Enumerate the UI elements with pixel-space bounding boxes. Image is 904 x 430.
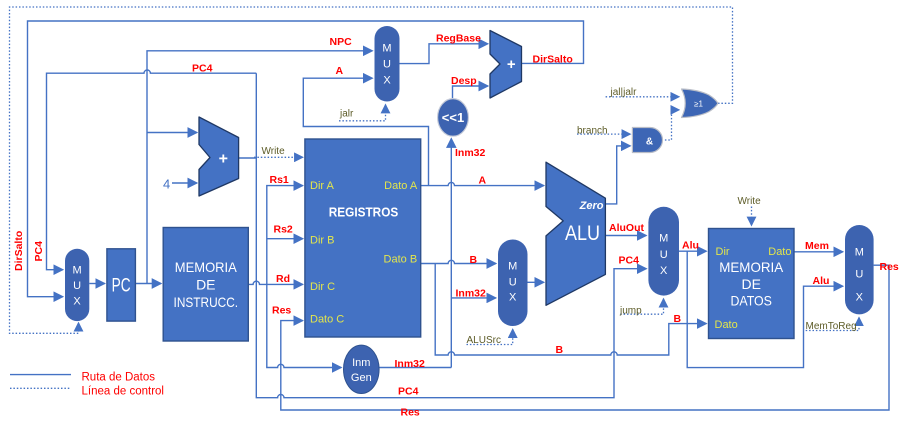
svg-text:Dir: Dir	[716, 246, 730, 258]
svg-text:Dato B: Dato B	[384, 254, 418, 266]
svg-text:Inm: Inm	[352, 357, 370, 369]
svg-text:Ruta de Datos: Ruta de Datos	[82, 372, 156, 384]
svg-text:DirSalto: DirSalto	[533, 54, 573, 66]
svg-text:NPC: NPC	[330, 36, 353, 48]
svg-text:Dir B: Dir B	[310, 235, 334, 247]
svg-text:U: U	[383, 59, 391, 71]
svg-text:Desp: Desp	[451, 75, 477, 87]
svg-text:DE: DE	[196, 277, 215, 293]
svg-text:Mem: Mem	[805, 240, 829, 252]
svg-text:A: A	[479, 175, 487, 187]
svg-text:X: X	[660, 265, 668, 277]
svg-text:Res: Res	[272, 305, 291, 317]
svg-text:Inm32: Inm32	[395, 358, 426, 370]
svg-text:&: &	[646, 137, 653, 148]
svg-text:Rs2: Rs2	[274, 224, 293, 236]
svg-text:INSTRUCC.: INSTRUCC.	[174, 294, 239, 310]
svg-text:jalr: jalr	[339, 109, 354, 120]
svg-text:U: U	[73, 280, 81, 292]
svg-text:Dato C: Dato C	[310, 314, 344, 326]
svg-text:MEMORIA: MEMORIA	[175, 259, 238, 275]
svg-text:M: M	[382, 43, 391, 55]
svg-text:Gen: Gen	[351, 372, 372, 384]
svg-text:M: M	[659, 233, 668, 245]
svg-text:ALU: ALU	[565, 222, 600, 245]
svg-text:U: U	[855, 269, 863, 281]
svg-text:PC4: PC4	[33, 241, 45, 262]
svg-text:Dir C: Dir C	[310, 281, 335, 293]
svg-text:Write: Write	[262, 146, 286, 157]
svg-text:Rd: Rd	[276, 273, 290, 285]
svg-text:X: X	[856, 291, 864, 303]
svg-text:X: X	[383, 75, 391, 87]
svg-text:Rs1: Rs1	[270, 174, 289, 186]
svg-text:M: M	[73, 265, 82, 277]
svg-text:Res: Res	[401, 407, 420, 419]
svg-text:U: U	[660, 249, 668, 261]
svg-text:X: X	[73, 296, 81, 308]
svg-text:PC4: PC4	[398, 386, 419, 398]
svg-text:X: X	[509, 292, 517, 304]
svg-text:Inm32: Inm32	[456, 288, 487, 300]
svg-text:RegBase: RegBase	[436, 33, 481, 45]
svg-text:B: B	[470, 254, 478, 266]
svg-text:REGISTROS: REGISTROS	[329, 205, 399, 219]
svg-text:Alu: Alu	[682, 240, 699, 252]
svg-text:Dato A: Dato A	[384, 180, 418, 192]
svg-text:M: M	[508, 261, 517, 273]
svg-text:≥1: ≥1	[694, 100, 703, 109]
svg-text:U: U	[509, 277, 517, 289]
svg-text:PC4: PC4	[192, 63, 213, 75]
svg-text:branch: branch	[577, 126, 608, 137]
svg-text:DATOS: DATOS	[730, 293, 772, 309]
svg-text:PC: PC	[112, 276, 131, 297]
svg-text:A: A	[336, 65, 344, 77]
svg-text:Res: Res	[880, 261, 899, 273]
svg-text:DirSalto: DirSalto	[13, 231, 25, 271]
svg-text:MemToReg: MemToReg	[806, 321, 857, 332]
svg-text:ALUSrc: ALUSrc	[467, 335, 501, 346]
svg-text:<<1: <<1	[442, 110, 464, 125]
svg-text:+: +	[507, 56, 516, 73]
svg-text:DE: DE	[741, 276, 760, 292]
svg-text:jal|jalr: jal|jalr	[610, 87, 638, 98]
svg-text:Dato: Dato	[768, 246, 791, 258]
svg-text:Dato: Dato	[715, 319, 738, 331]
svg-text:M: M	[855, 247, 864, 259]
svg-text:Write: Write	[738, 196, 762, 207]
svg-text:+: +	[219, 151, 228, 168]
svg-text:Zero: Zero	[579, 200, 604, 212]
svg-text:Línea de control: Línea de control	[82, 386, 164, 398]
svg-text:4: 4	[163, 177, 170, 192]
svg-text:Dir A: Dir A	[310, 180, 335, 192]
svg-text:Inm32: Inm32	[455, 147, 486, 159]
svg-text:Alu: Alu	[813, 275, 830, 287]
svg-text:PC4: PC4	[619, 255, 640, 267]
svg-text:jump: jump	[619, 306, 642, 317]
svg-text:AluOut: AluOut	[609, 222, 644, 234]
svg-text:B: B	[674, 313, 682, 325]
svg-text:B: B	[556, 344, 564, 356]
svg-text:MEMORIA: MEMORIA	[719, 259, 784, 275]
